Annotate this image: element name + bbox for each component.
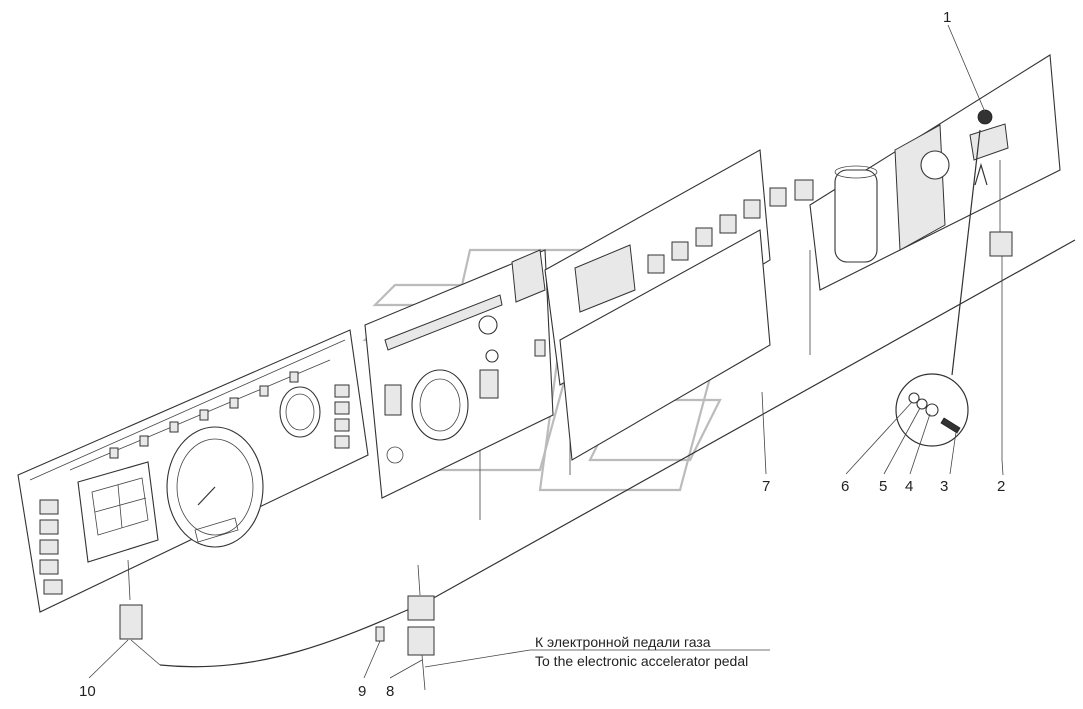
callout-5: 5 xyxy=(879,478,887,495)
lower-connectors xyxy=(119,559,435,691)
callout-10: 10 xyxy=(79,683,96,700)
callout-2: 2 xyxy=(997,478,1005,495)
panel-center xyxy=(364,249,554,499)
fastener-detail xyxy=(895,129,988,447)
callout-8: 8 xyxy=(386,683,394,700)
callout-7: 7 xyxy=(762,478,770,495)
caption-en: To the electronic accelerator pedal xyxy=(535,653,748,669)
callout-9: 9 xyxy=(358,683,366,700)
callouts: 1 2 3 4 5 6 7 8 9 10 xyxy=(79,9,1005,700)
callout-6: 6 xyxy=(841,478,849,495)
panel-left xyxy=(17,329,369,613)
leader-lines xyxy=(88,24,1004,679)
callout-1: 1 xyxy=(943,9,951,26)
callout-4: 4 xyxy=(905,478,913,495)
panel-right xyxy=(809,54,1061,460)
caption: К электронной педали газа To the electro… xyxy=(535,634,748,669)
panel-relay xyxy=(544,149,814,461)
callout-3: 3 xyxy=(940,478,948,495)
caption-ru: К электронной педали газа xyxy=(535,634,711,650)
